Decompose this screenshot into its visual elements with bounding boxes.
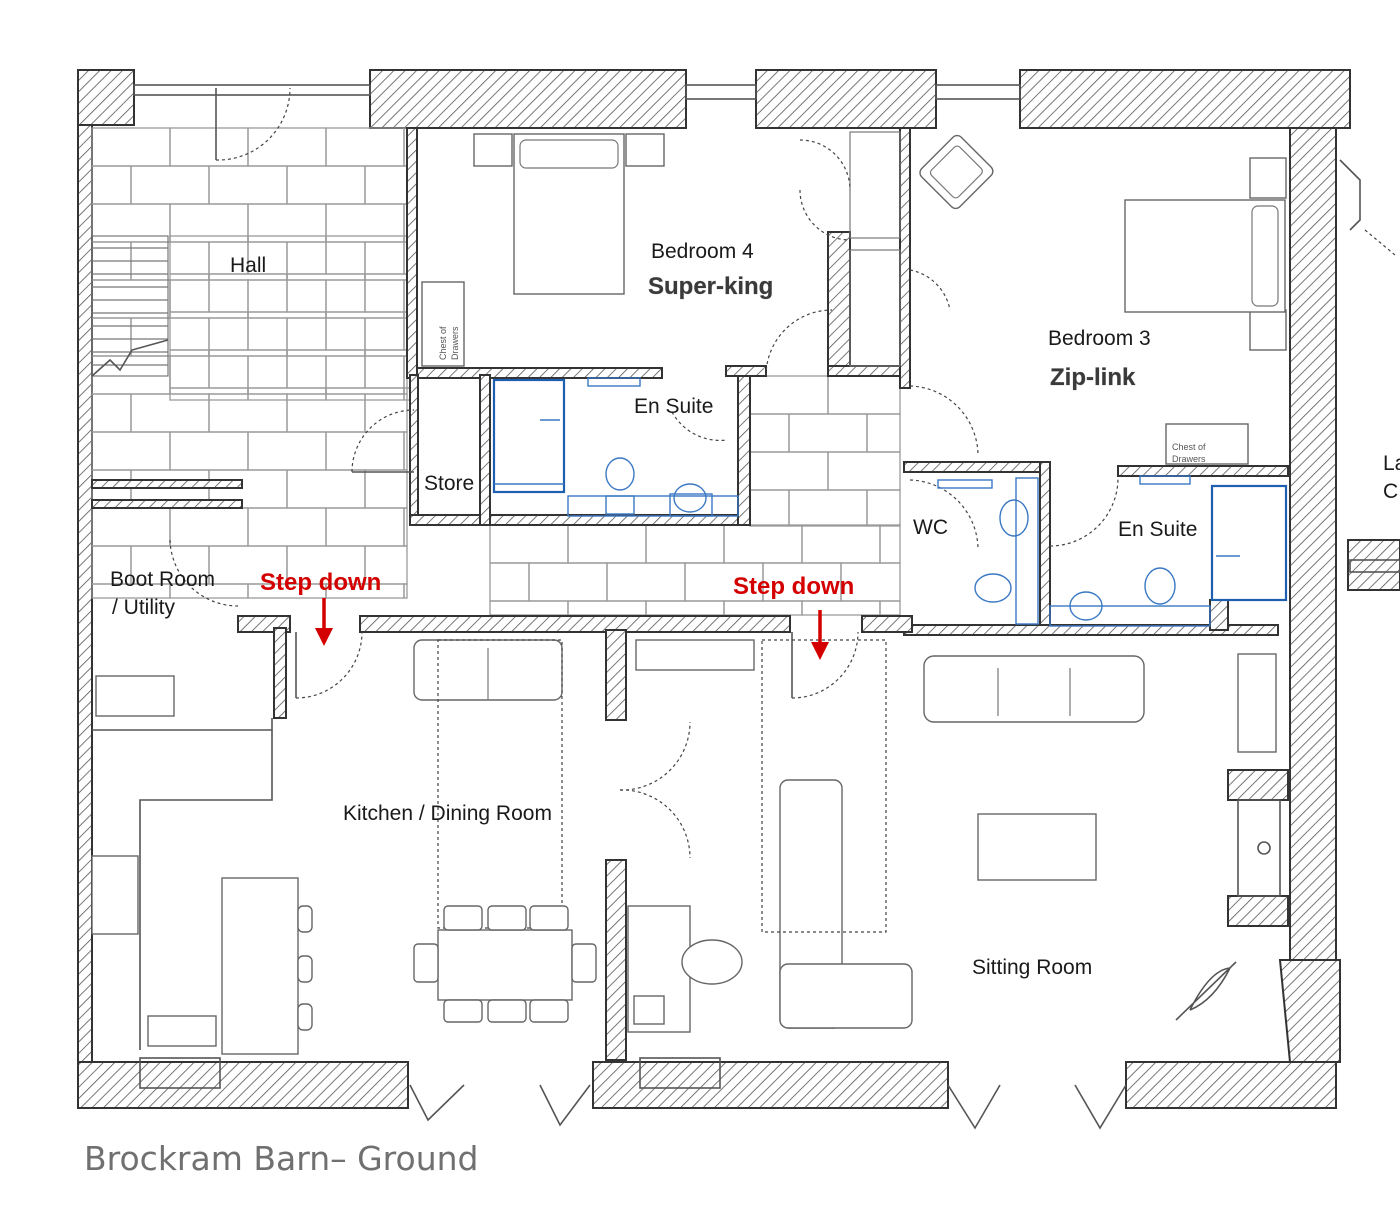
floor-tile bbox=[169, 431, 249, 471]
floor-tile bbox=[91, 355, 171, 395]
floor-tile bbox=[645, 524, 725, 564]
kitchen-dining-label: Kitchen / Dining Room bbox=[343, 802, 552, 825]
wc-label: WC bbox=[913, 516, 948, 539]
floor-tile bbox=[91, 165, 132, 205]
outer-walls bbox=[77, 69, 1400, 1130]
bedroom-4-bed-type: Super-king bbox=[648, 273, 773, 300]
floor-tile bbox=[528, 562, 608, 602]
floor-tile bbox=[91, 507, 171, 547]
floor-tile bbox=[325, 431, 405, 471]
floor-tile bbox=[879, 524, 901, 564]
floor-tile bbox=[723, 600, 803, 616]
floor-tile bbox=[208, 165, 288, 205]
floor-tile bbox=[788, 489, 868, 527]
floor-tile bbox=[866, 489, 901, 527]
bedroom-4-label: Bedroom 4 bbox=[651, 240, 754, 263]
floor-tile bbox=[801, 524, 881, 564]
floor-tile bbox=[749, 489, 790, 527]
step-down-label-1: Step down bbox=[260, 569, 381, 596]
floor-tile bbox=[788, 413, 868, 453]
floor-tile bbox=[91, 279, 171, 319]
floor-tile bbox=[364, 469, 408, 509]
floor-tile bbox=[91, 393, 132, 433]
utility-label: / Utility bbox=[112, 596, 176, 619]
floor-tile bbox=[489, 562, 530, 602]
floor-tile bbox=[827, 375, 901, 415]
sitting-room-label: Sitting Room bbox=[972, 956, 1092, 979]
floor-tile bbox=[801, 600, 881, 616]
door-swings bbox=[169, 87, 1119, 859]
chest-of-drawers-2-label: Chest of bbox=[1172, 442, 1206, 452]
furniture bbox=[91, 133, 1287, 1055]
floor-tile bbox=[749, 413, 790, 453]
step-down-arrow-2 bbox=[811, 610, 829, 660]
floor-tile bbox=[749, 375, 829, 415]
floor-tile bbox=[91, 317, 132, 357]
right-edge-text-2: C bbox=[1383, 480, 1398, 503]
floor-tile bbox=[489, 524, 569, 564]
floor-tile bbox=[247, 127, 327, 167]
boot-room-label: Boot Room bbox=[110, 568, 215, 591]
floor-tile bbox=[606, 562, 686, 602]
hall-tiles bbox=[91, 127, 901, 616]
floor-tile bbox=[364, 165, 408, 205]
floor-tile bbox=[169, 507, 249, 547]
floor-tile bbox=[91, 431, 171, 471]
sanitary-ware bbox=[492, 377, 1288, 627]
hall-label: Hall bbox=[230, 254, 266, 277]
floor-tile bbox=[286, 469, 366, 509]
store-label: Store bbox=[424, 472, 474, 495]
floor-tile bbox=[866, 413, 901, 453]
plan-title: Brockram Barn– Ground bbox=[84, 1139, 479, 1178]
floor-tile bbox=[645, 600, 725, 616]
floor-tile bbox=[567, 600, 647, 616]
internal-walls bbox=[91, 127, 1341, 1063]
floor-tile bbox=[286, 165, 366, 205]
floor-tile bbox=[325, 127, 405, 167]
ensuite-1-label: En Suite bbox=[634, 395, 713, 418]
bedroom-3-bed-type: Zip-link bbox=[1050, 364, 1136, 391]
bedroom-3-label: Bedroom 3 bbox=[1048, 327, 1151, 350]
staircase bbox=[91, 235, 169, 377]
chest-of-drawers-2-label-2: Drawers bbox=[1172, 454, 1206, 464]
floor-tile bbox=[567, 524, 647, 564]
floor-tile bbox=[749, 451, 829, 491]
floor-tile bbox=[403, 507, 408, 547]
step-down-arrow-1 bbox=[315, 598, 333, 646]
floor-tile bbox=[169, 127, 249, 167]
floor-tile bbox=[827, 451, 901, 491]
floor-tile bbox=[247, 507, 327, 547]
floor-tile bbox=[723, 524, 803, 564]
right-edge-text-1: La bbox=[1383, 452, 1400, 475]
floor-tile bbox=[91, 127, 171, 167]
floor-tile bbox=[403, 583, 408, 599]
chest-of-drawers-1-label: Chest of bbox=[438, 326, 448, 360]
floor-tile bbox=[247, 431, 327, 471]
floor-tile bbox=[325, 507, 405, 547]
floor-tile bbox=[130, 165, 210, 205]
floor-tile bbox=[879, 600, 901, 616]
ensuite-2-label: En Suite bbox=[1118, 518, 1197, 541]
floor-tile bbox=[489, 600, 569, 616]
chest-of-drawers-1-label-2: Drawers bbox=[450, 326, 460, 360]
floor-tile bbox=[403, 431, 408, 471]
step-down-label-2: Step down bbox=[733, 573, 854, 600]
